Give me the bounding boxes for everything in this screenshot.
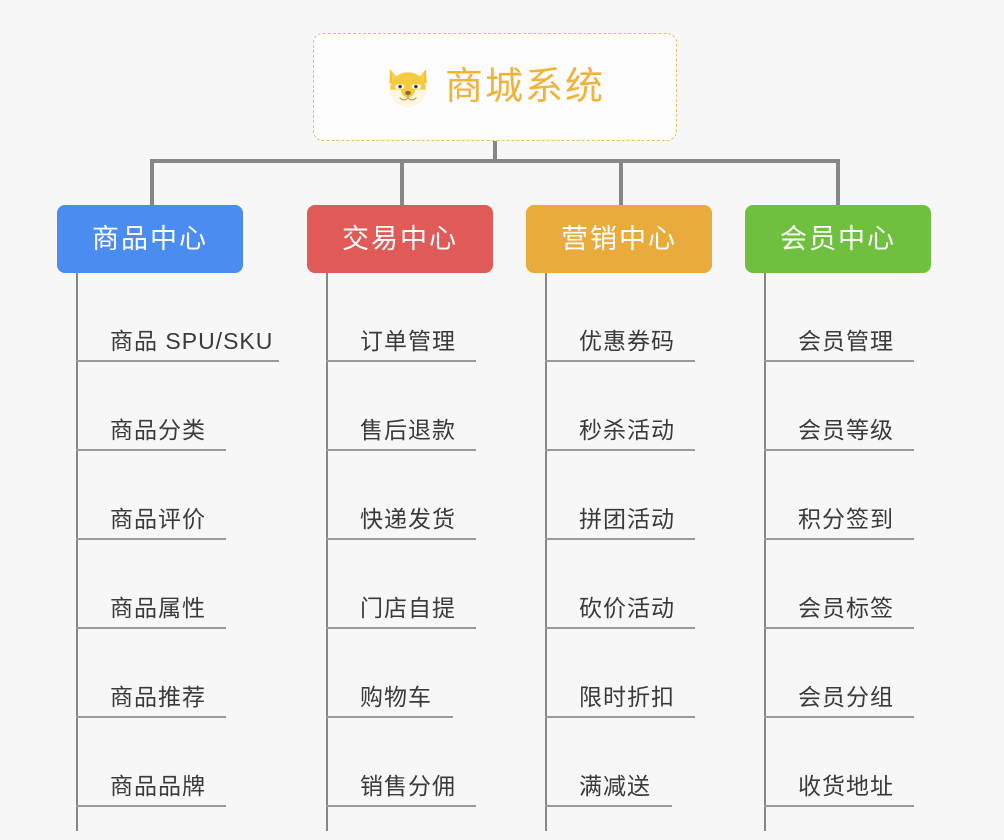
leaf-spine-4 <box>764 273 766 831</box>
leaf-label: 商品推荐 <box>110 684 206 710</box>
leaf-rule <box>764 716 914 718</box>
leaf-column-4: 会员管理 会员等级 积分签到 会员标签 会员分组 收货地址 <box>764 273 954 831</box>
category-box-3[interactable]: 营销中心 <box>526 205 712 273</box>
leaf-rule <box>76 360 279 362</box>
leaf-item[interactable]: 商品推荐 <box>76 629 286 718</box>
leaf-label: 门店自提 <box>360 595 456 621</box>
leaf-rule <box>545 805 672 807</box>
leaf-item[interactable]: 商品属性 <box>76 540 286 629</box>
leaf-item[interactable]: 销售分佣 <box>326 718 516 807</box>
leaf-label: 砍价活动 <box>579 595 675 621</box>
category-label-1: 商品中心 <box>92 223 208 254</box>
leaf-rule <box>326 538 476 540</box>
category-box-2[interactable]: 交易中心 <box>307 205 493 273</box>
leaf-rule <box>326 627 476 629</box>
category-label-3: 营销中心 <box>561 223 677 254</box>
leaf-rule <box>545 360 695 362</box>
leaf-label: 会员标签 <box>798 595 894 621</box>
connector-drop-1 <box>150 159 154 207</box>
leaf-spine-2 <box>326 273 328 831</box>
leaf-rule <box>545 716 695 718</box>
leaf-rule <box>764 805 914 807</box>
leaf-item[interactable]: 售后退款 <box>326 362 516 451</box>
leaf-item[interactable]: 秒杀活动 <box>545 362 735 451</box>
leaf-item[interactable]: 限时折扣 <box>545 629 735 718</box>
leaf-label: 积分签到 <box>798 506 894 532</box>
leaf-label: 限时折扣 <box>579 684 675 710</box>
leaf-rule <box>76 805 226 807</box>
leaf-rule <box>545 449 695 451</box>
leaf-column-2: 订单管理 售后退款 快递发货 门店自提 购物车 销售分佣 <box>326 273 516 831</box>
leaf-label: 商品分类 <box>110 417 206 443</box>
leaf-column-1: 商品 SPU/SKU 商品分类 商品评价 商品属性 商品推荐 商品品牌 <box>76 273 286 831</box>
shiba-inu-face-icon <box>389 69 427 107</box>
leaf-label: 会员等级 <box>798 417 894 443</box>
leaf-label: 销售分佣 <box>360 773 456 799</box>
connector-root-stem <box>493 141 497 163</box>
leaf-spine-3 <box>545 273 547 831</box>
root-node[interactable]: 商城系统 <box>313 33 677 141</box>
connector-drop-2 <box>400 159 404 207</box>
leaf-item[interactable]: 优惠券码 <box>545 273 735 362</box>
leaf-item[interactable]: 商品评价 <box>76 451 286 540</box>
root-title: 商城系统 <box>444 66 605 108</box>
leaf-column-3: 优惠券码 秒杀活动 拼团活动 砍价活动 限时折扣 满减送 <box>545 273 735 831</box>
leaf-rule <box>326 716 453 718</box>
leaf-item[interactable]: 积分签到 <box>764 451 954 540</box>
category-box-1[interactable]: 商品中心 <box>57 205 243 273</box>
leaf-label: 商品品牌 <box>110 773 206 799</box>
leaf-item[interactable]: 砍价活动 <box>545 540 735 629</box>
leaf-rule <box>545 627 695 629</box>
leaf-label: 优惠券码 <box>579 328 675 354</box>
leaf-rule <box>764 360 914 362</box>
leaf-item[interactable]: 商品分类 <box>76 362 286 451</box>
leaf-label: 商品属性 <box>110 595 206 621</box>
category-label-2: 交易中心 <box>342 223 458 254</box>
leaf-rule <box>76 449 226 451</box>
connector-drop-4 <box>836 159 840 207</box>
leaf-item[interactable]: 拼团活动 <box>545 451 735 540</box>
leaf-label: 会员分组 <box>798 684 894 710</box>
leaf-item[interactable]: 会员标签 <box>764 540 954 629</box>
connector-drop-3 <box>619 159 623 207</box>
leaf-label: 商品评价 <box>110 506 206 532</box>
connector-horizontal-bus <box>150 159 840 163</box>
leaf-label: 会员管理 <box>798 328 894 354</box>
leaf-item[interactable]: 商品品牌 <box>76 718 286 807</box>
leaf-rule <box>326 449 476 451</box>
leaf-label: 订单管理 <box>360 328 456 354</box>
leaf-rule <box>764 538 914 540</box>
leaf-rule <box>76 716 226 718</box>
leaf-label: 购物车 <box>360 684 432 710</box>
leaf-rule <box>326 360 476 362</box>
leaf-item[interactable]: 门店自提 <box>326 540 516 629</box>
leaf-label: 快递发货 <box>360 506 456 532</box>
leaf-item[interactable]: 会员分组 <box>764 629 954 718</box>
leaf-spine-1 <box>76 273 78 831</box>
leaf-item[interactable]: 购物车 <box>326 629 516 718</box>
leaf-rule <box>764 627 914 629</box>
leaf-rule <box>764 449 914 451</box>
leaf-item[interactable]: 订单管理 <box>326 273 516 362</box>
leaf-item[interactable]: 快递发货 <box>326 451 516 540</box>
leaf-label: 拼团活动 <box>579 506 675 532</box>
leaf-item[interactable]: 会员管理 <box>764 273 954 362</box>
leaf-item[interactable]: 收货地址 <box>764 718 954 807</box>
leaf-item[interactable]: 商品 SPU/SKU <box>76 273 286 362</box>
leaf-rule <box>326 805 476 807</box>
leaf-rule <box>76 538 226 540</box>
leaf-label: 满减送 <box>579 773 651 799</box>
category-box-4[interactable]: 会员中心 <box>745 205 931 273</box>
leaf-item[interactable]: 满减送 <box>545 718 735 807</box>
leaf-rule <box>76 627 226 629</box>
leaf-label: 收货地址 <box>798 773 894 799</box>
leaf-label: 售后退款 <box>360 417 456 443</box>
leaf-label: 秒杀活动 <box>579 417 675 443</box>
category-label-4: 会员中心 <box>780 223 896 254</box>
leaf-rule <box>545 538 695 540</box>
leaf-label: 商品 SPU/SKU <box>110 328 274 354</box>
leaf-item[interactable]: 会员等级 <box>764 362 954 451</box>
